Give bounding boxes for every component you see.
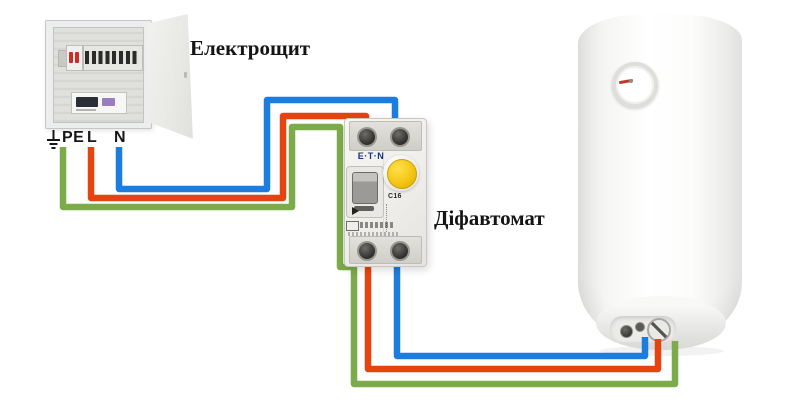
breaker-toggles bbox=[85, 51, 139, 64]
rcbo-markings bbox=[360, 222, 394, 228]
terminal-label-pe: PE bbox=[62, 129, 85, 146]
main-breaker-toggle bbox=[69, 52, 73, 63]
rcbo-marking-box bbox=[346, 221, 359, 231]
earth-ground-icon bbox=[47, 130, 60, 149]
rcbo-toggle bbox=[352, 172, 378, 204]
rcbo-markings bbox=[348, 232, 400, 236]
meter-accent-label bbox=[102, 98, 115, 106]
gauge-pin bbox=[629, 79, 633, 83]
eaton-logo: E·T·N bbox=[357, 151, 385, 161]
main-breaker-toggle bbox=[75, 52, 79, 63]
electric-meter bbox=[71, 92, 127, 114]
meter-display bbox=[76, 97, 98, 107]
rcbo-caption: Діфавтомат bbox=[434, 206, 545, 230]
door-handle bbox=[184, 72, 187, 78]
panel-main-breaker bbox=[66, 45, 83, 71]
rcbo-rating-label: C16 bbox=[388, 193, 402, 200]
thermostat-knob bbox=[647, 318, 671, 342]
terminal-screw bbox=[357, 127, 377, 147]
panel-breaker-modules bbox=[83, 45, 143, 71]
terminal-screw bbox=[390, 241, 410, 261]
temperature-gauge bbox=[612, 62, 658, 108]
panel-door bbox=[146, 13, 193, 139]
terminal-label-line: L bbox=[87, 129, 98, 146]
test-button bbox=[387, 159, 417, 189]
terminal-screw bbox=[390, 127, 410, 147]
rcbo-top-terminals bbox=[349, 121, 422, 151]
panel-caption: Електрощит bbox=[190, 36, 311, 60]
terminal-screw bbox=[357, 241, 377, 261]
heater-knob-small bbox=[635, 322, 645, 332]
rcbo-toggle-slot bbox=[354, 206, 374, 211]
dotted-divider bbox=[386, 204, 387, 232]
meter-buttons bbox=[76, 109, 96, 111]
rcbo-bottom-terminals bbox=[349, 236, 422, 264]
indicator-arrow-icon bbox=[352, 207, 359, 215]
terminal-label-neutral: N bbox=[114, 129, 127, 146]
heater-knob bbox=[620, 325, 633, 338]
